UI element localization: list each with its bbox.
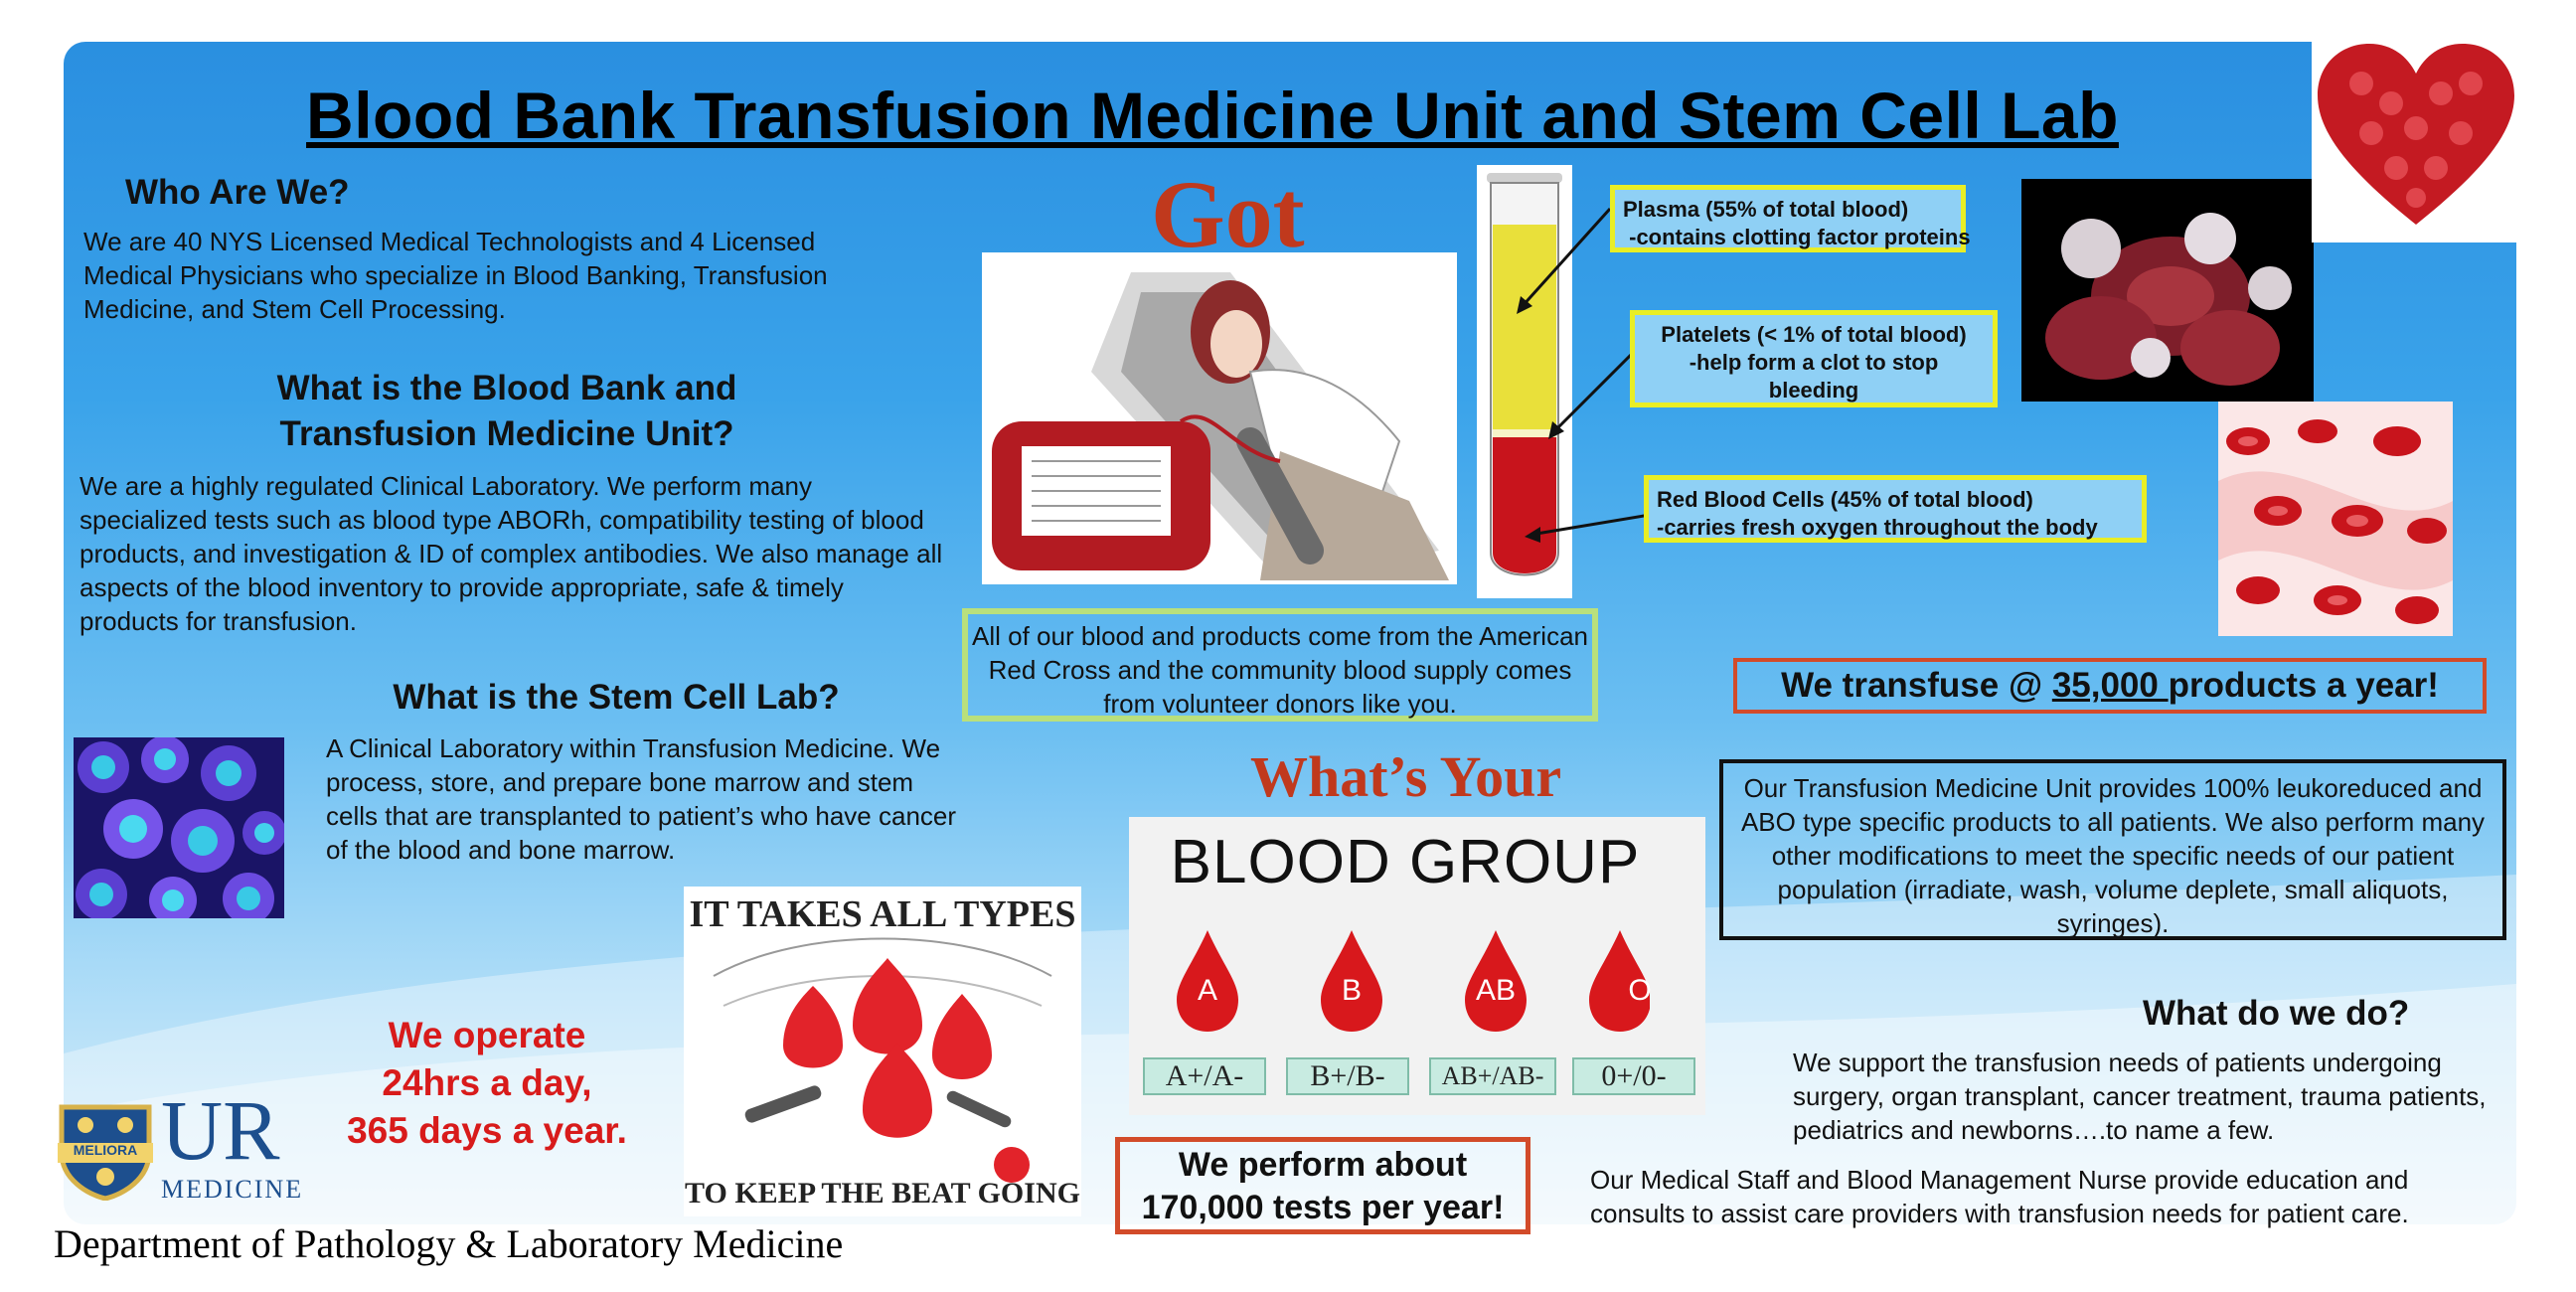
tests-line1: We perform about <box>1178 1146 1468 1184</box>
tests-line2: 170,000 tests per year! <box>1141 1189 1505 1226</box>
blood-type-o-box: 0+/0- <box>1572 1057 1695 1095</box>
stem-cell-text: A Clinical Laboratory within Transfusion… <box>326 733 957 865</box>
blood-bank-heading-line1: What is the Blood Bank and <box>276 369 737 407</box>
transfuse-box: We transfuse @ 35,000 products a year! <box>1733 658 2487 714</box>
platelets-info-box: Platelets (< 1% of total blood) -help fo… <box>1630 310 1998 407</box>
blood-cells-microscope-image <box>2021 179 2314 402</box>
blood-group-title: BLOOD GROUP <box>1170 828 1641 896</box>
blood-drop-b-label: B <box>1341 974 1362 1007</box>
blood-drop-b-icon <box>1321 930 1382 1032</box>
transfusion-unit-box: Our Transfusion Medicine Unit provides 1… <box>1719 759 2506 940</box>
tests-per-year-box: We perform about 170,000 tests per year! <box>1115 1137 1530 1234</box>
heart-of-cells-image <box>2312 34 2520 242</box>
blood-donor-illustration <box>982 252 1457 584</box>
whats-your-heading: What’s Your <box>1250 744 1562 809</box>
all-types-image: IT TAKES ALL TYPES TO KEEP THE BEAT GOIN… <box>684 887 1081 1216</box>
blood-bank-heading-line2: Transfusion Medicine Unit? <box>279 414 734 453</box>
staff-text: Our Medical Staff and Blood Management N… <box>1590 1165 2409 1228</box>
university-shield-icon <box>58 1104 153 1201</box>
blood-type-a-box: A+/A- <box>1143 1057 1266 1095</box>
what-we-do-text: We support the transfusion needs of pati… <box>1793 1048 2487 1145</box>
transfuse-post: products a year! <box>2168 666 2439 705</box>
operating-hours-line2: 24hrs a day, <box>382 1062 592 1103</box>
operating-hours: We operate 24hrs a day, 365 days a year. <box>318 1012 656 1155</box>
blood-type-b-box: B+/B- <box>1286 1057 1409 1095</box>
blood-drops-row <box>1177 930 1650 1032</box>
red-blood-cells-flow-image <box>2218 402 2453 636</box>
ur-medicine-logo: MELIORA UR MEDICINE <box>54 1085 312 1204</box>
red-blood-cells-info-box: Red Blood Cells (45% of total blood) -ca… <box>1644 475 2147 543</box>
blood-drop-a-icon <box>1177 930 1238 1032</box>
operating-hours-line3: 365 days a year. <box>347 1110 627 1151</box>
blood-drop-a-label: A <box>1197 974 1217 1007</box>
rbc-line2: -carries fresh oxygen throughout the bod… <box>1657 515 2098 540</box>
got-heading: Got <box>1151 161 1305 267</box>
ur-logo-text: UR <box>161 1082 280 1178</box>
plasma-line2: -contains clotting factor proteins <box>1623 225 1971 249</box>
who-heading: Who Are We? <box>125 173 350 212</box>
rbc-line1: Red Blood Cells (45% of total blood) <box>1657 487 2033 512</box>
medicine-logo-text: MEDICINE <box>161 1175 304 1204</box>
plasma-line1: Plasma (55% of total blood) <box>1623 197 1909 222</box>
who-text: We are 40 NYS Licensed Medical Technolog… <box>83 227 828 324</box>
platelets-line1: Platelets (< 1% of total blood) <box>1661 322 1967 347</box>
component-arrows <box>1517 207 1651 543</box>
what-we-do-heading: What do we do? <box>2143 994 2410 1033</box>
all-types-bottom-text: TO KEEP THE BEAT GOING <box>685 1177 1080 1210</box>
transfuse-number: 35,000 <box>2051 666 2169 705</box>
stem-cells-image <box>74 737 284 918</box>
blood-drop-o-label: O <box>1628 974 1652 1007</box>
blood-drop-ab-label: AB <box>1475 974 1517 1007</box>
shield-motto: MELIORA <box>73 1142 138 1158</box>
department-name: Department of Pathology & Laboratory Med… <box>54 1221 844 1266</box>
plasma-info-box: Plasma (55% of total blood) -contains cl… <box>1610 185 1971 252</box>
blood-bank-text: We are a highly regulated Clinical Labor… <box>80 471 943 636</box>
blood-drop-characters-illustration <box>713 937 1052 1183</box>
blood-bank-heading: What is the Blood Bank and Transfusion M… <box>149 366 865 457</box>
blood-type-ab-box: AB+/AB- <box>1429 1057 1556 1095</box>
stem-cell-heading: What is the Stem Cell Lab? <box>393 678 840 717</box>
platelets-line2: -help form a clot to stop <box>1689 350 1939 375</box>
test-tube-illustration <box>1477 165 1572 598</box>
all-types-top-text: IT TAKES ALL TYPES <box>689 893 1076 935</box>
transfuse-pre: We transfuse @ <box>1781 666 2052 705</box>
donors-info-box: All of our blood and products come from … <box>962 608 1598 722</box>
platelets-line3: bleeding <box>1768 378 1859 403</box>
blood-drop-ab-icon <box>1465 930 1527 1032</box>
poster-title: Blood Bank Transfusion Medicine Unit and… <box>306 79 2119 152</box>
blood-drop-o-icon <box>1589 930 1650 1032</box>
operating-hours-line1: We operate <box>388 1015 586 1055</box>
